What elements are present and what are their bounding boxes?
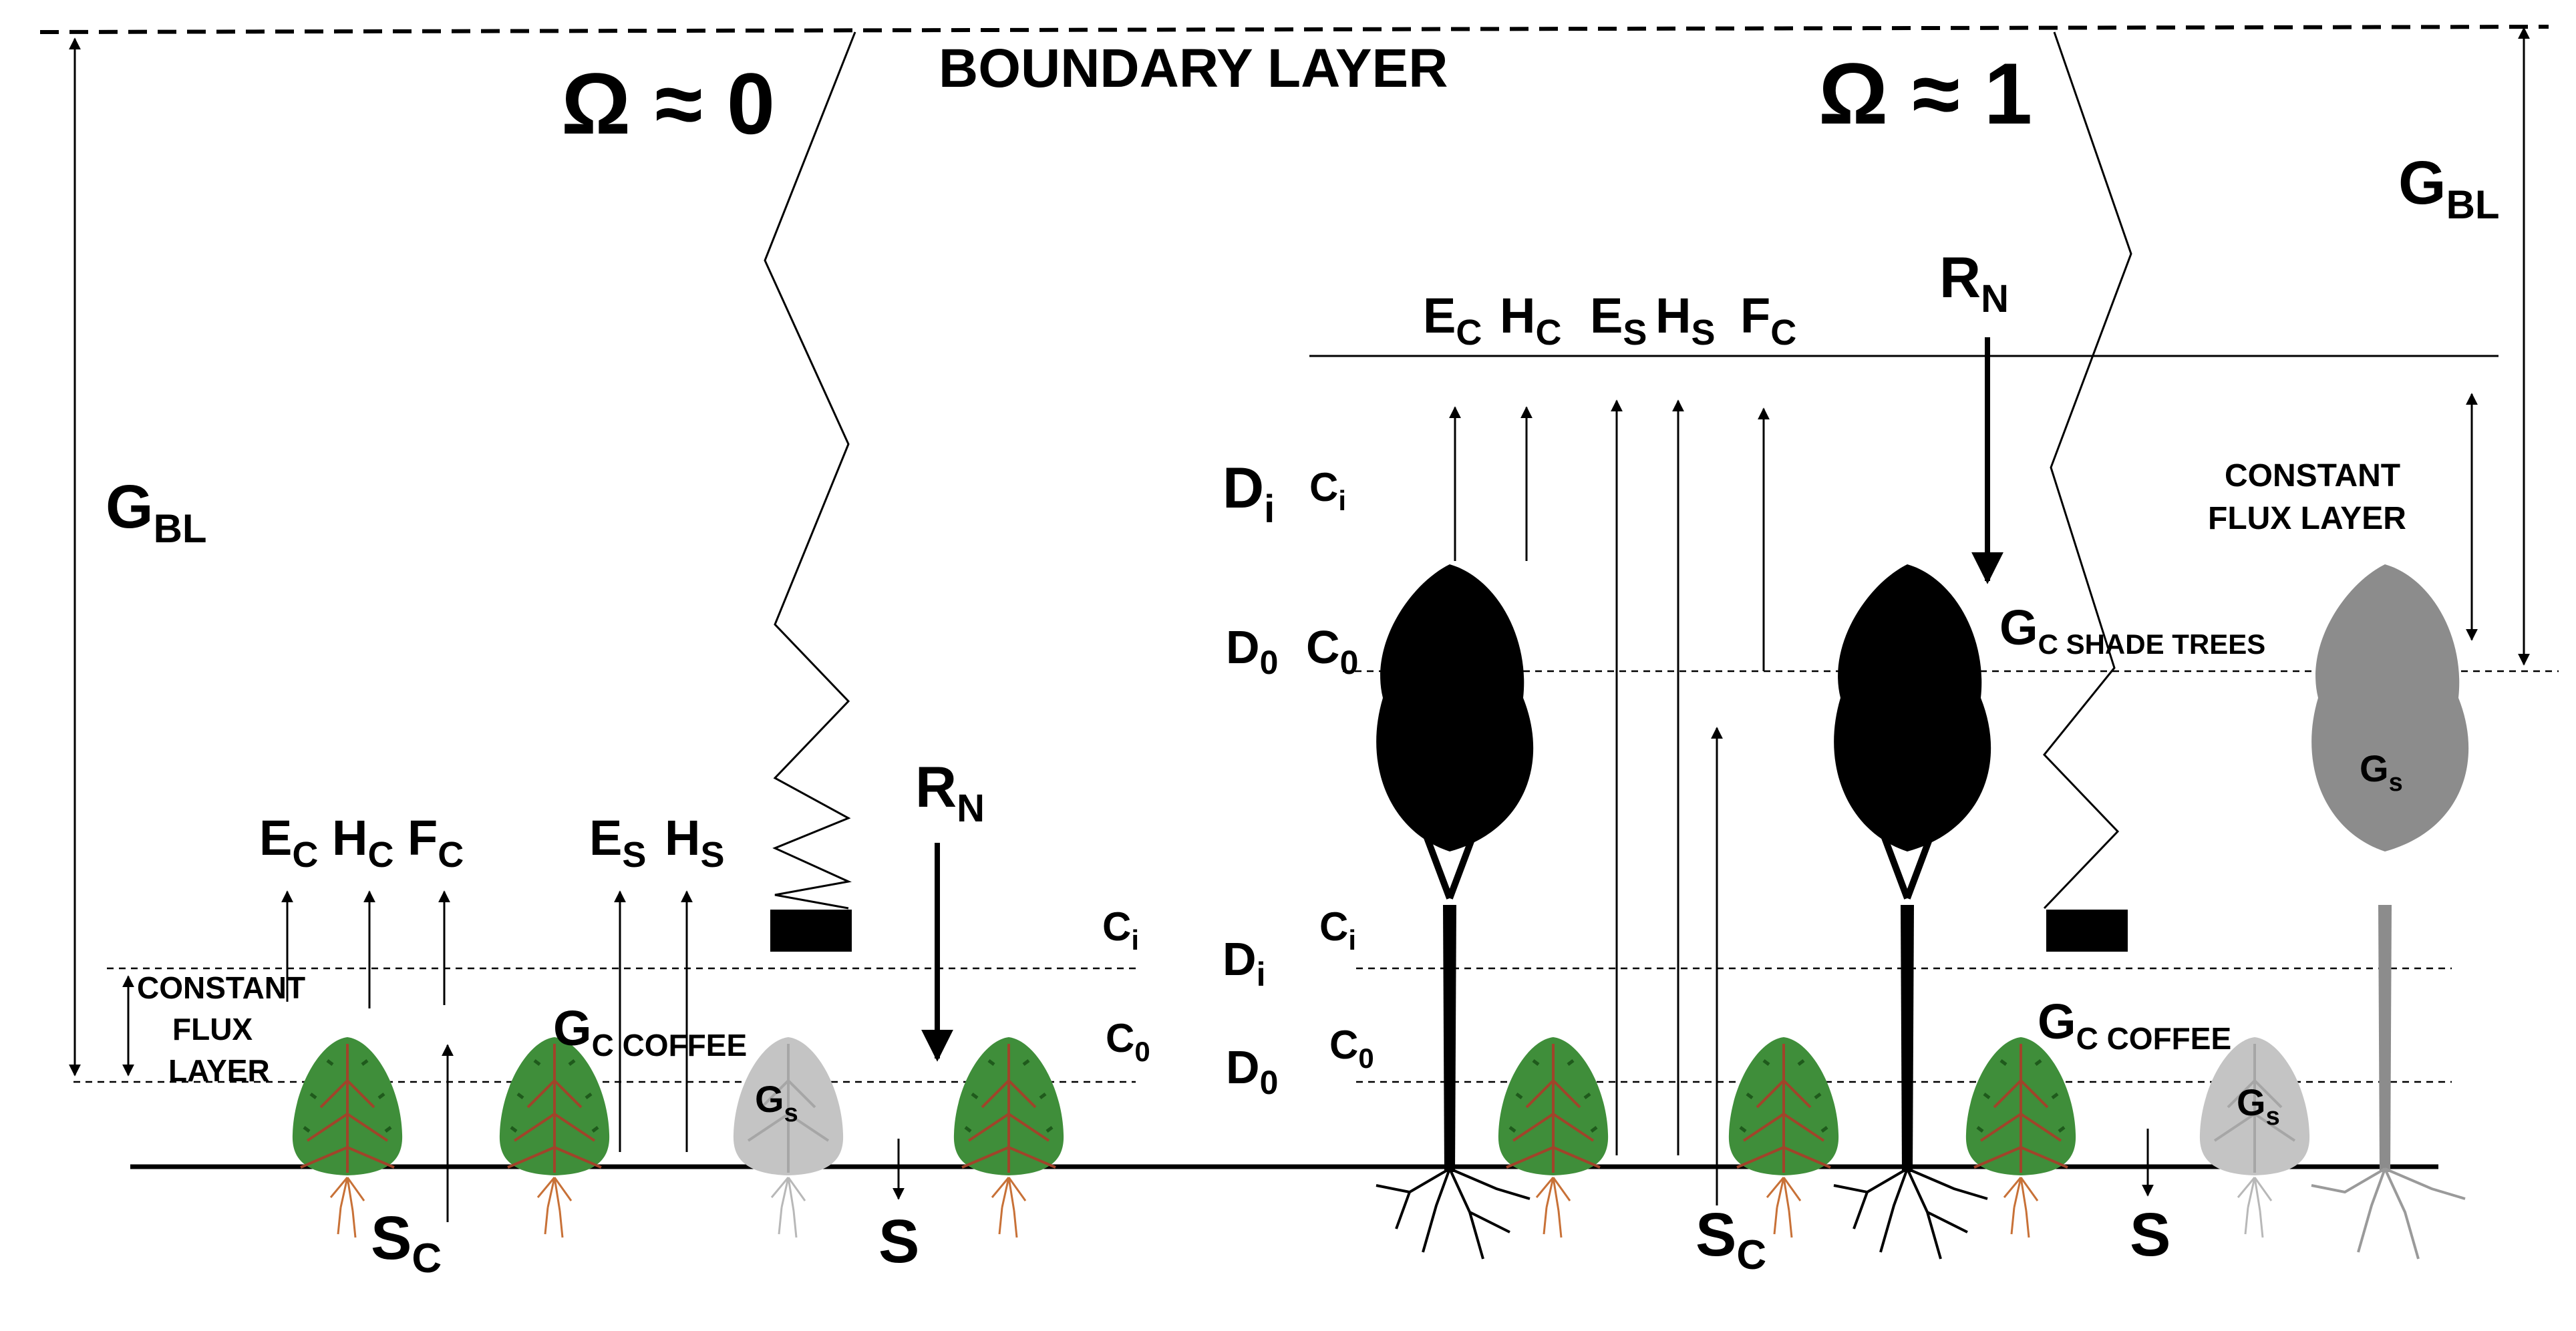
- c0-left-label: C0: [1106, 1016, 1150, 1067]
- turbulence-zigzag-right: [2043, 31, 2132, 910]
- constant-flux-right-1: CONSTANT: [2225, 458, 2400, 494]
- coffee-plant-grey: [2198, 1036, 2311, 1239]
- shade-tree-grey: [2310, 563, 2470, 1260]
- ci-lower-right-label: Ci: [1319, 904, 1356, 956]
- di-lower-right-label: Di: [1223, 933, 1265, 993]
- c0-lower-right-label: C0: [1329, 1022, 1374, 1074]
- gc-coffee-left-label: GC COFFEE: [553, 1000, 747, 1063]
- fc-right-label: FC: [1740, 288, 1796, 353]
- es-left-label: ES: [589, 810, 646, 875]
- coffee-plant: [1966, 1037, 2076, 1238]
- coffee-plant: [954, 1037, 1064, 1238]
- hs-right-label: HS: [1655, 288, 1715, 353]
- c0-upper-label: C0: [1306, 621, 1358, 681]
- ci-left-label: Ci: [1102, 904, 1139, 956]
- boundary-layer-title: BOUNDARY LAYER: [939, 38, 1448, 99]
- boundary-layer-top-line: [39, 25, 2549, 34]
- hs-left-label: HS: [665, 810, 724, 875]
- gc-coffee-right-label: GC COFFEE: [2038, 994, 2231, 1056]
- gbl-right-label: GBL: [2398, 149, 2500, 227]
- gs-tree-label: Gs: [2360, 747, 2403, 797]
- ci-upper-label: Ci: [1309, 465, 1346, 516]
- hc-left-label: HC: [332, 810, 393, 875]
- constant-flux-left-2: FLUX: [172, 1012, 253, 1047]
- sc-right-label: SC: [1696, 1201, 1766, 1278]
- fc-left-label: FC: [408, 810, 464, 875]
- ec-left-label: EC: [259, 810, 318, 875]
- gc-shade-trees-label: GC SHADE TREES: [1999, 600, 2265, 660]
- ec-right-label: EC: [1423, 288, 1482, 353]
- sc-left-label: SC: [371, 1204, 442, 1282]
- s-left-label: S: [878, 1207, 919, 1276]
- s-right-label: S: [2130, 1201, 2170, 1269]
- omega-right: Ω ≈ 1: [1818, 45, 2032, 142]
- d0-upper-label: D0: [1226, 621, 1278, 681]
- shade-tree: [1834, 564, 1991, 1259]
- rn-left-label: RN: [915, 755, 985, 830]
- coffee-plant-grey: [732, 1036, 845, 1239]
- gs-coffee-right-label: Gs: [2237, 1081, 2280, 1131]
- coffee-plant: [500, 1037, 609, 1238]
- omega-left: Ω ≈ 0: [561, 55, 775, 152]
- turbulence-zigzag-left: [764, 31, 856, 910]
- gs-left-label: Gs: [755, 1078, 798, 1127]
- es-right-label: ES: [1590, 288, 1647, 353]
- rn-right-label: RN: [1939, 246, 2009, 321]
- constant-flux-right-2: FLUX LAYER: [2208, 501, 2406, 536]
- constant-flux-left-1: CONSTANT: [137, 970, 305, 1005]
- hc-right-label: HC: [1500, 288, 1561, 353]
- d0-lower-right-label: D0: [1226, 1041, 1278, 1101]
- coffee-plant: [1498, 1037, 1608, 1238]
- sensor-block-left: [770, 910, 852, 952]
- sensor-block-right: [2046, 910, 2128, 952]
- coffee-plant: [1729, 1037, 1838, 1238]
- gbl-left-label: GBL: [106, 473, 207, 551]
- di-upper-label: Di: [1223, 456, 1275, 531]
- constant-flux-left-3: LAYER: [168, 1053, 270, 1088]
